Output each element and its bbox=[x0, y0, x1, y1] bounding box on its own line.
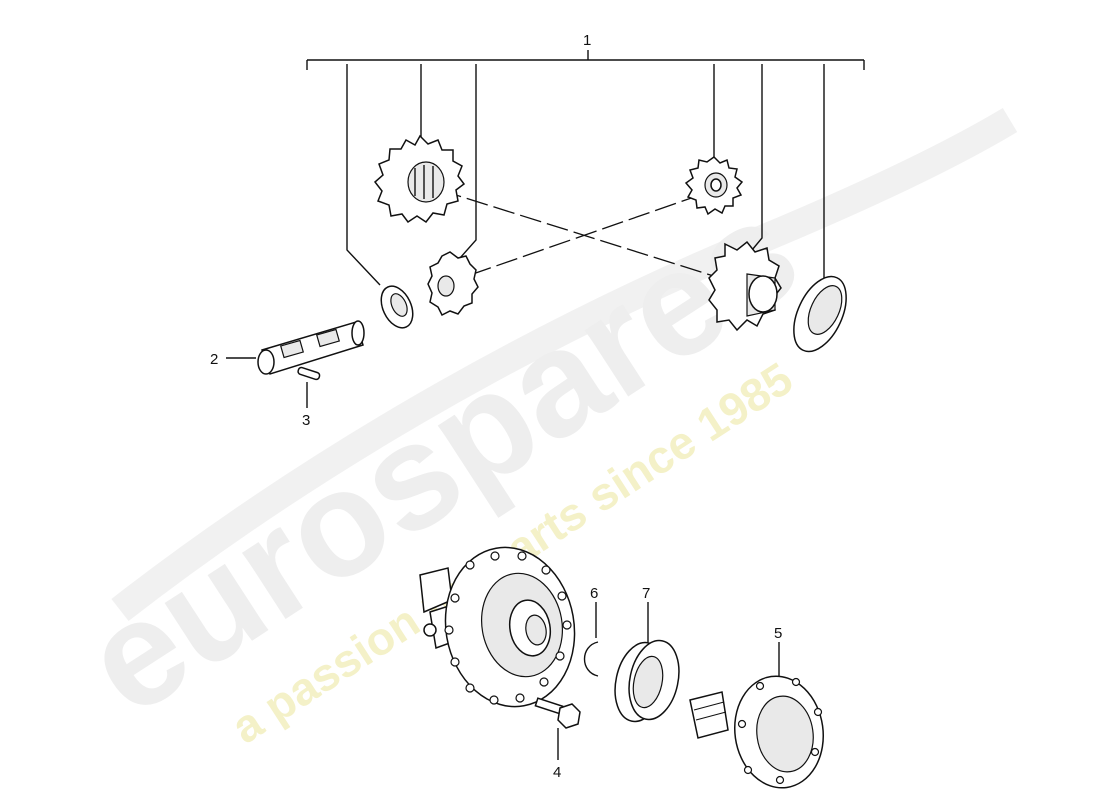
callout-1: 1 bbox=[583, 32, 591, 49]
callout-3: 3 bbox=[302, 412, 310, 429]
circlip bbox=[583, 641, 599, 677]
output-flange bbox=[689, 675, 825, 789]
bolt bbox=[534, 697, 581, 729]
differential-cross-shaft bbox=[257, 320, 365, 375]
watermark-brand: eurospares bbox=[56, 165, 826, 746]
differential-housing bbox=[419, 546, 576, 708]
thrust-washer-right bbox=[793, 275, 847, 353]
roll-pin bbox=[297, 366, 321, 381]
pinion-gear-center bbox=[427, 251, 479, 317]
housing-bolt-holes bbox=[444, 551, 572, 705]
assembly-lines bbox=[439, 189, 721, 279]
callout-6: 6 bbox=[590, 585, 598, 602]
callout-5: 5 bbox=[774, 625, 782, 642]
flange-bolt-holes bbox=[737, 677, 823, 785]
callout-7: 7 bbox=[642, 585, 650, 602]
bevel-gear-large-left bbox=[373, 134, 466, 224]
callout-4: 4 bbox=[553, 764, 561, 781]
bevel-pinion-small-right bbox=[684, 156, 744, 216]
seal-ring bbox=[614, 639, 680, 723]
watermark-swoosh bbox=[111, 107, 1018, 622]
side-gear-large-right bbox=[708, 240, 782, 332]
group-bracket-1 bbox=[306, 50, 865, 286]
thrust-washer-left bbox=[380, 285, 414, 329]
callout-2: 2 bbox=[210, 351, 218, 368]
